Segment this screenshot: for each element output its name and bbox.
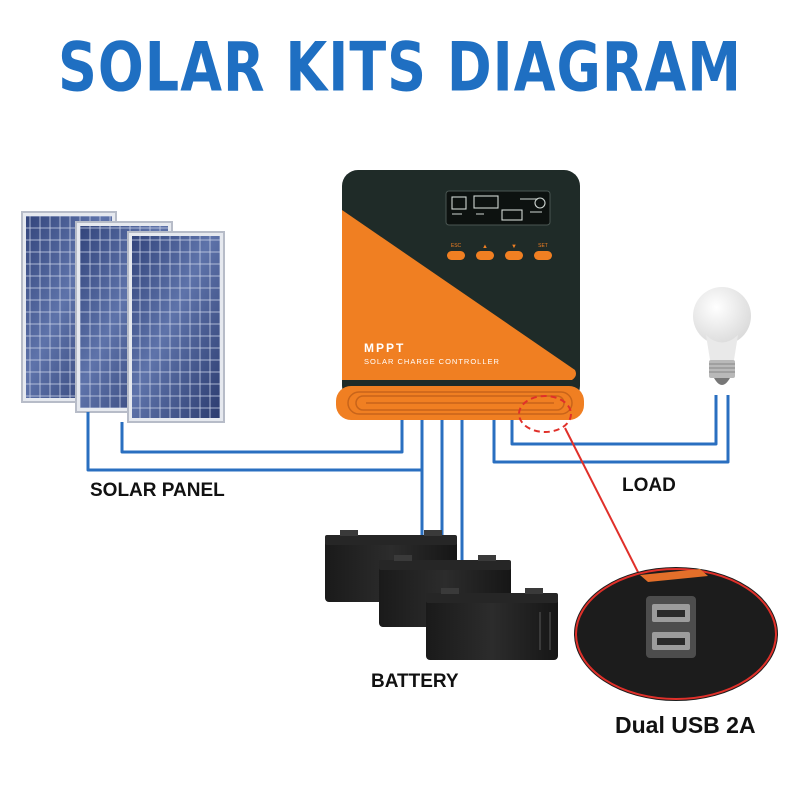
load-wire-1: [492, 395, 730, 464]
usb-port-closeup: [574, 567, 778, 701]
set-button-label: SET: [538, 243, 548, 249]
controller-brand: MPPT: [364, 341, 405, 355]
solar-panel-label: SOLAR PANEL: [90, 480, 225, 501]
up-button-label: ▲: [482, 244, 488, 250]
controller-subtitle: SOLAR CHARGE CONTROLLER: [364, 357, 500, 366]
down-button[interactable]: [505, 251, 523, 260]
up-button[interactable]: [476, 251, 494, 260]
usb-label: Dual USB 2A: [615, 712, 756, 738]
wires: [86, 395, 730, 565]
solar-panel-3: [127, 231, 225, 423]
esc-button[interactable]: [447, 251, 465, 260]
battery-3: [426, 588, 558, 660]
controller-buttons: ESC ▲ ▼ SET: [447, 243, 552, 260]
down-button-label: ▼: [511, 244, 517, 250]
page-title: SOLAR KITS DIAGRAM: [58, 28, 742, 107]
battery-label: BATTERY: [371, 671, 459, 692]
solar-wire-2: [120, 415, 404, 454]
load-label: LOAD: [622, 475, 676, 496]
usb-highlight-ring: [518, 395, 572, 433]
light-bulb: [693, 287, 751, 385]
set-button[interactable]: [534, 251, 552, 260]
usb-callout-line: [564, 427, 642, 579]
charge-controller: ESC ▲ ▼ SET MPPT SOLAR CHARGE CONTROLLER: [336, 170, 584, 420]
esc-button-label: ESC: [451, 243, 462, 249]
load-wire-2: [510, 395, 718, 446]
